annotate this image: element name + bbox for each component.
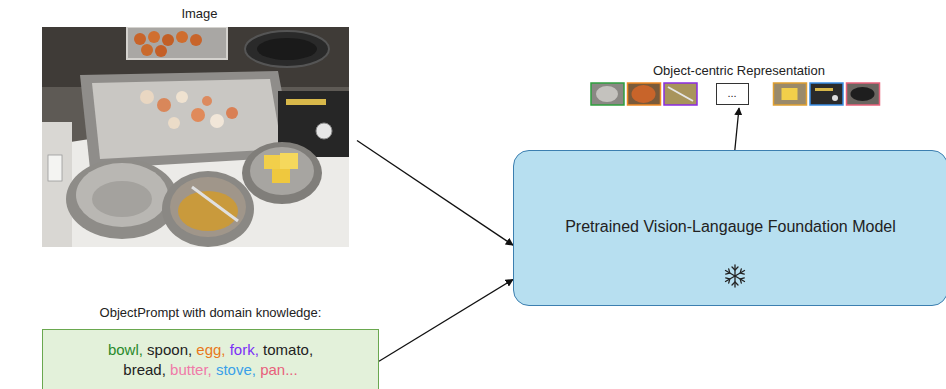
frozen-icon: [722, 263, 748, 289]
kitchen-photo: [42, 27, 349, 247]
prompt-heading: ObjectPrompt with domain knowledge:: [42, 304, 379, 322]
image-panel: Image: [42, 5, 357, 247]
prompt-group: ObjectPrompt with domain knowledge: bowl,…: [42, 302, 379, 389]
flow-arrow: [735, 108, 739, 150]
ellipsis-cell: ...: [716, 83, 749, 105]
representation-group: Object-centric Representation...: [585, 62, 893, 108]
flow-arrow: [379, 279, 513, 361]
panel-heading: Image: [42, 5, 357, 23]
prompt-text: bowl, spoon, egg, fork, tomato, bread, b…: [88, 340, 333, 380]
representation-heading: Object-centric Representation: [585, 62, 893, 80]
flow-arrow: [357, 141, 513, 246]
model-label: Pretrained Vision-Langauge Foundation Mo…: [524, 217, 937, 237]
prompt-box: bowl, spoon, egg, fork, tomato, bread, b…: [42, 329, 379, 389]
